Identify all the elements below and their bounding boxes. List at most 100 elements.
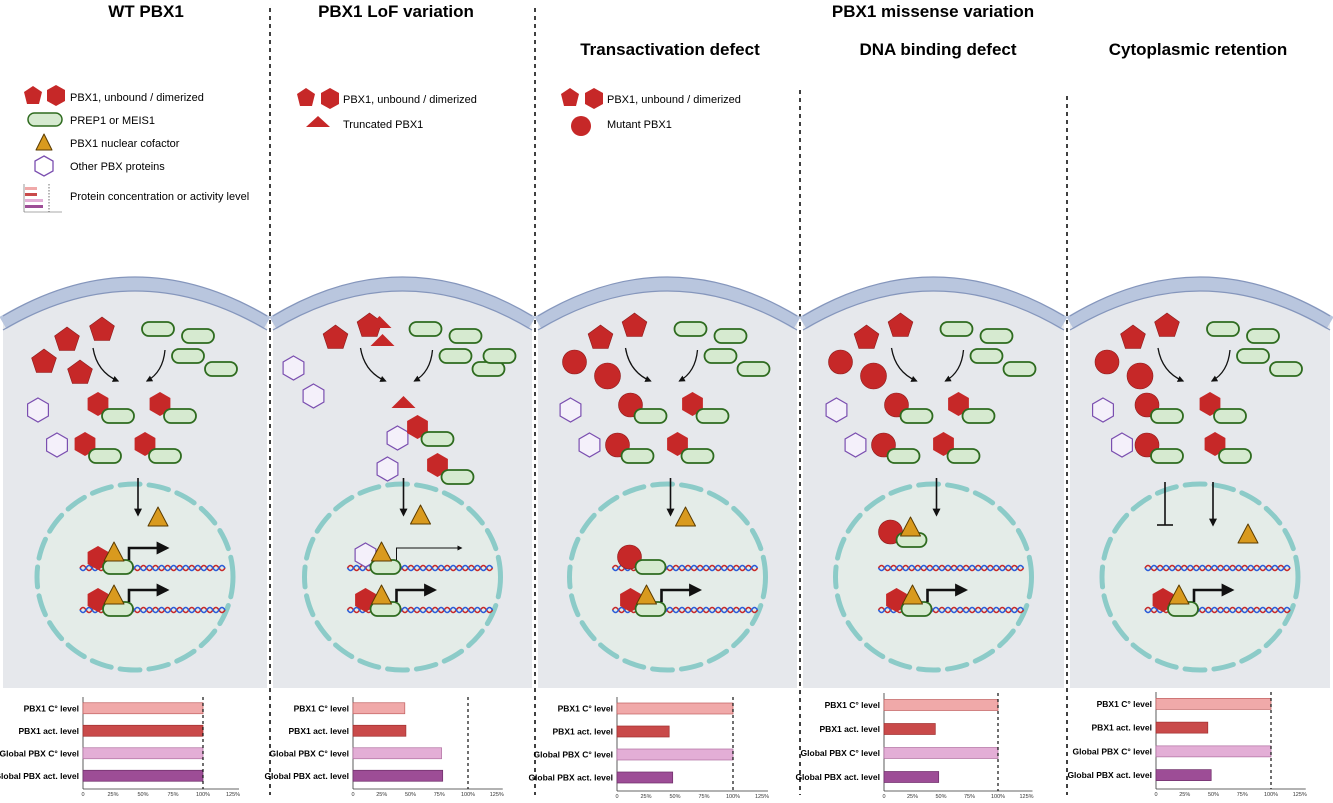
- cofactor-triangle: [371, 541, 392, 562]
- bar-1: [352, 702, 406, 715]
- bar-category-label: Global PBX C° level: [534, 750, 613, 760]
- bar-2: [352, 724, 407, 737]
- membrane-edge: [537, 290, 798, 331]
- pbx1-hexagon-icon: [585, 88, 603, 109]
- cofactor-triangle: [636, 584, 657, 605]
- legend-lof-truncated: Truncated PBX1: [343, 119, 423, 131]
- transcription-arrow: [127, 541, 170, 560]
- bar-category-label: PBX1 C° level: [294, 703, 349, 713]
- bar-4: [1155, 769, 1212, 781]
- cell-panel-dna: [799, 276, 1068, 688]
- bar-3: [1155, 745, 1272, 758]
- pbx1-pentagon: [67, 359, 93, 384]
- cell-membrane: [0, 277, 271, 330]
- binding-arrow: [890, 347, 918, 382]
- other-pbx-hexagon: [302, 383, 325, 409]
- pbx1-hexagon: [1199, 392, 1221, 416]
- bar-category-label: Global PBX act. level: [0, 771, 79, 781]
- pbx1-hexagon-icon: [321, 88, 339, 109]
- prep1-meis1-capsule: [204, 361, 238, 377]
- prep1-meis1-capsule: [448, 328, 483, 344]
- bar-1: [883, 699, 999, 711]
- heading-missense: PBX1 missense variation: [832, 2, 1034, 21]
- prep1-capsule-icon: [27, 112, 63, 127]
- pbx1-pentagon: [31, 348, 57, 373]
- prep1-meis1-capsule: [181, 328, 215, 344]
- bar-category-label: Global PBX C° level: [270, 748, 349, 758]
- bar-category-label: PBX1 C° level: [1097, 699, 1152, 709]
- x-tick-label: 125%: [226, 792, 240, 798]
- pbx1-hexagon: [407, 415, 428, 439]
- x-tick-label: 0: [882, 794, 885, 800]
- binding-arrow: [145, 349, 166, 382]
- prep1-meis1-capsule: [1206, 321, 1240, 337]
- x-tick-label: 0: [351, 792, 354, 798]
- prep1-meis1-capsule: [939, 321, 974, 337]
- cofactor-triangle: [1168, 584, 1190, 605]
- pbx1-pentagon-icon: [297, 88, 315, 106]
- pbx1-pentagon: [887, 312, 914, 337]
- other-pbx-hexagon: [1091, 397, 1115, 423]
- nuclear-envelope: [34, 481, 236, 673]
- transcription-arrow: [395, 583, 438, 602]
- bar-3: [352, 747, 442, 760]
- bar-1: [616, 702, 734, 715]
- prep1-meis1-capsule: [438, 348, 473, 364]
- cofactor-triangle: [900, 516, 921, 537]
- prep1-meis1-capsule: [979, 328, 1014, 344]
- x-tick-label: 25%: [107, 792, 118, 798]
- prep1-meis1-capsule: [736, 361, 771, 377]
- bar-category-label: PBX1 act. level: [289, 726, 349, 736]
- binding-arrow: [1210, 349, 1231, 382]
- cofactor-triangle: [410, 504, 431, 525]
- cofactor-triangle: [103, 541, 125, 562]
- cell-membrane: [799, 277, 1068, 330]
- x-tick-label: 100%: [1264, 792, 1278, 798]
- prep1-meis1-capsule: [673, 321, 708, 337]
- bar-3: [883, 747, 999, 759]
- pbx1-pentagon-icon: [24, 86, 42, 104]
- pbx1-hexagon: [134, 432, 156, 456]
- cell-panel-wt: [0, 276, 271, 688]
- legend-wt: PBX1, unbound / dimerized PREP1 or MEIS1…: [23, 85, 249, 213]
- x-tick-label: 50%: [669, 794, 680, 800]
- prep1-meis1-capsule: [471, 361, 506, 377]
- bar-category-label: PBX1 act. level: [19, 726, 79, 736]
- pbx1-pentagon: [621, 312, 648, 337]
- transcription-arrow: [1192, 583, 1235, 602]
- other-pbx-hexagon: [45, 432, 69, 458]
- x-tick-label: 125%: [755, 794, 769, 800]
- transcription-arrow: [926, 583, 969, 602]
- pbx1-pentagon: [89, 316, 115, 341]
- heading-cytoplasmic: Cytoplasmic retention: [1109, 40, 1288, 59]
- bar-4: [82, 769, 204, 782]
- bar-4: [616, 771, 674, 784]
- prep1-meis1-capsule: [171, 348, 205, 364]
- membrane-edge: [272, 276, 533, 317]
- pbx1-hexagon: [682, 392, 703, 416]
- x-tick-label: 50%: [405, 792, 416, 798]
- prep1-meis1-capsule: [620, 448, 655, 464]
- pbx1-hexagon: [427, 453, 448, 477]
- prep1-meis1-capsule: [634, 559, 667, 575]
- x-tick-label: 75%: [434, 792, 445, 798]
- heading-wt: WT PBX1: [108, 2, 184, 21]
- cell-panel-trans: [534, 276, 801, 688]
- prep1-meis1-capsule: [713, 328, 748, 344]
- pbx1-hexagon-icon: [47, 85, 65, 106]
- bar-3: [616, 748, 734, 761]
- bar-category-label: Global PBX act. level: [795, 772, 880, 782]
- pbx1-pentagon: [1120, 324, 1146, 349]
- bar-category-label: Global PBX C° level: [1073, 746, 1152, 756]
- prep1-meis1-capsule: [440, 469, 475, 485]
- cell-membrane: [269, 277, 536, 329]
- panel-separators: [269, 8, 1068, 795]
- bar-category-label: PBX1 act. level: [820, 724, 880, 734]
- nucleus: [569, 484, 766, 670]
- mutant-pbx1-circle: [562, 349, 587, 375]
- membrane-edge: [1069, 290, 1331, 331]
- x-tick-label: 75%: [964, 794, 975, 800]
- heading-dna-binding: DNA binding defect: [859, 40, 1016, 59]
